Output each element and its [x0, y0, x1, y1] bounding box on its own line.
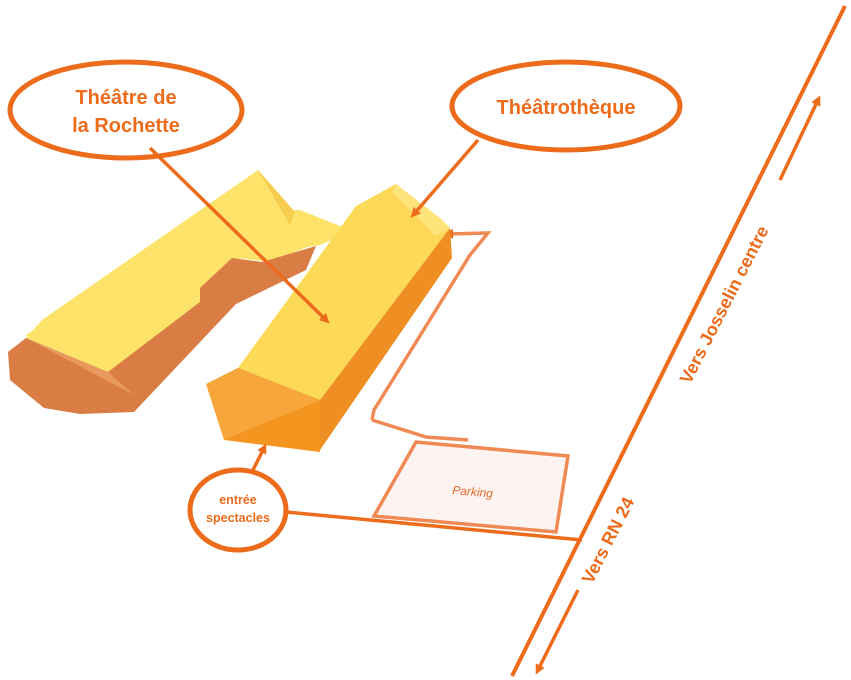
theatrotheque-building	[206, 184, 452, 452]
entree-label-line2: spectacles	[206, 511, 270, 525]
arrow-to-rn24	[535, 589, 580, 675]
road-label-rn24: Vers RN 24	[578, 494, 639, 587]
entree-label-line1: entrée	[219, 493, 257, 507]
theatrotheque-callout	[449, 59, 683, 153]
theatre-pointer-arrow	[148, 146, 330, 324]
parking-label: Parking	[452, 483, 494, 501]
theatrotheque-pointer-arrow	[410, 138, 480, 218]
main-road	[510, 5, 847, 677]
parking-area	[371, 440, 571, 534]
footpath-to-theatrotheque	[370, 228, 492, 421]
entree-spectacles-callout	[187, 467, 289, 553]
side-path	[371, 418, 469, 442]
theatre-de-la-rochette-building	[8, 170, 350, 414]
arrow-to-josselin	[778, 95, 821, 181]
entree-arrow	[250, 443, 267, 473]
theatre-callout	[7, 59, 245, 161]
theatre-label-line2: la Rochette	[72, 115, 180, 137]
access-path	[285, 510, 583, 542]
theatre-label-line1: Théâtre de	[75, 87, 176, 109]
theatrotheque-label: Théâtrothèque	[497, 97, 636, 119]
